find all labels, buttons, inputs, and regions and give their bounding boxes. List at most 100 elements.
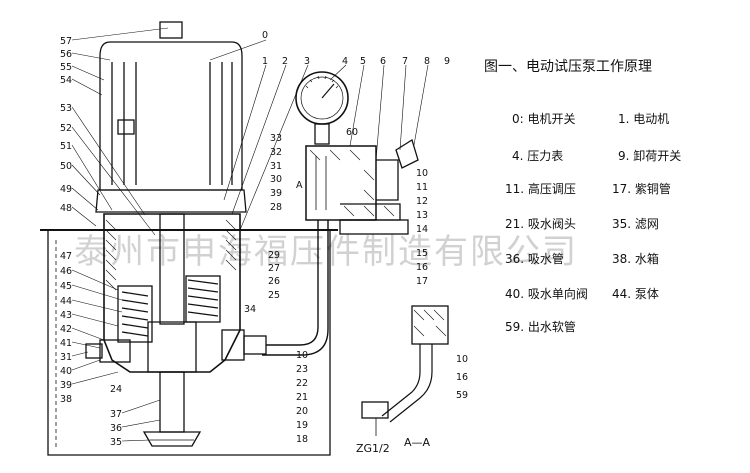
section-hatching	[105, 149, 447, 337]
legend-item: 44. 泵体	[612, 287, 659, 301]
leader	[71, 269, 119, 291]
spring-coils-right	[187, 279, 219, 317]
callout-39: 39	[60, 380, 72, 391]
leader	[71, 52, 111, 61]
callout-29: 29	[268, 250, 280, 261]
callout-45: 45	[60, 281, 72, 292]
unload-knob	[395, 138, 419, 169]
callout-33: 33	[270, 133, 282, 144]
callout-21: 21	[296, 392, 308, 403]
legend-item: 9. 卸荷开关	[618, 149, 682, 163]
callout-30: 30	[270, 174, 282, 185]
callout-8: 8	[424, 56, 430, 67]
diagram-title: 图一、电动试压泵工作原理	[484, 59, 652, 75]
section-marker-a: A	[296, 180, 303, 191]
pump-body	[103, 213, 241, 373]
callout-37: 37	[110, 409, 122, 420]
motor-base	[95, 189, 247, 213]
callout-2: 2	[282, 56, 288, 67]
callout-51: 51	[60, 141, 72, 152]
leader	[209, 39, 267, 61]
motor-body	[99, 41, 243, 191]
water-tank	[47, 230, 331, 456]
callout-38: 38	[60, 394, 72, 405]
legend-item: 1. 电动机	[618, 112, 670, 126]
detail-block	[411, 305, 449, 345]
callout-54: 54	[60, 75, 72, 86]
callout-44: 44	[60, 296, 72, 307]
diagram-drawing	[40, 21, 449, 456]
leader	[231, 64, 287, 215]
callout-6: 6	[380, 56, 386, 67]
callout-55: 55	[60, 62, 72, 73]
callout-numbers: 57 56 55 54 53 52 51 50 49 48 47 46 45 4…	[60, 30, 468, 455]
callout-10b: 10	[296, 350, 308, 361]
suction-check-valve	[99, 339, 131, 363]
callout-50: 50	[60, 161, 72, 172]
callout-0: 0	[262, 30, 268, 41]
leader	[71, 187, 99, 211]
callout-16b: 16	[456, 372, 468, 383]
leader	[71, 106, 146, 216]
gauge-stem	[314, 123, 330, 145]
callout-32: 32	[270, 147, 282, 158]
callout-35: 35	[110, 437, 122, 448]
regulator-cap	[339, 219, 409, 235]
valve-body-right	[376, 159, 399, 201]
legend-item: 36. 吸水管	[505, 252, 564, 266]
callout-13: 13	[416, 210, 428, 221]
leader	[71, 327, 105, 341]
detail-pipe	[381, 344, 433, 423]
callout-28: 28	[270, 202, 282, 213]
leader	[121, 439, 151, 442]
gauge-face	[300, 76, 344, 120]
leader	[239, 64, 309, 231]
callout-14: 14	[416, 224, 428, 235]
piston-rod	[159, 213, 185, 325]
callout-25: 25	[268, 290, 280, 301]
callout-39b: 39	[270, 188, 282, 199]
leader	[349, 64, 365, 147]
callout-5: 5	[360, 56, 366, 67]
leader	[223, 64, 267, 201]
legend-item: 35. 滤网	[612, 217, 659, 231]
callout-12: 12	[416, 196, 428, 207]
legend-item: 17. 紫铜管	[612, 182, 671, 196]
callout-48: 48	[60, 203, 72, 214]
detail-fitting	[361, 401, 389, 419]
leader	[71, 144, 113, 211]
leader	[71, 371, 119, 385]
callout-10: 10	[416, 168, 428, 179]
filter	[142, 431, 202, 447]
callout-22: 22	[296, 378, 308, 389]
callout-7: 7	[402, 56, 408, 67]
callout-27: 27	[268, 263, 280, 274]
leader	[71, 341, 101, 349]
leader	[399, 64, 407, 151]
callout-19: 19	[296, 420, 308, 431]
leader	[71, 206, 97, 227]
leader	[71, 351, 89, 357]
legend-item: 40. 吸水单向阀	[505, 287, 588, 301]
spring-coils	[121, 291, 149, 337]
leader	[329, 64, 347, 81]
callout-47: 47	[60, 251, 72, 262]
leader	[121, 399, 161, 414]
leader	[375, 64, 385, 161]
callout-31b: 31	[270, 161, 282, 172]
leader	[413, 64, 429, 146]
suction-pipe	[159, 371, 185, 433]
motor-switch	[117, 119, 135, 135]
callout-4: 4	[342, 56, 348, 67]
callout-56: 56	[60, 49, 72, 60]
leader	[121, 419, 161, 428]
leader	[71, 65, 105, 81]
legend-item: 21. 吸水阀头	[505, 217, 576, 231]
leader	[71, 126, 156, 236]
callout-23: 23	[296, 364, 308, 375]
callout-34: 34	[244, 304, 256, 315]
callout-11: 11	[416, 182, 428, 193]
callout-40: 40	[60, 366, 72, 377]
callout-60: 60	[346, 127, 358, 138]
